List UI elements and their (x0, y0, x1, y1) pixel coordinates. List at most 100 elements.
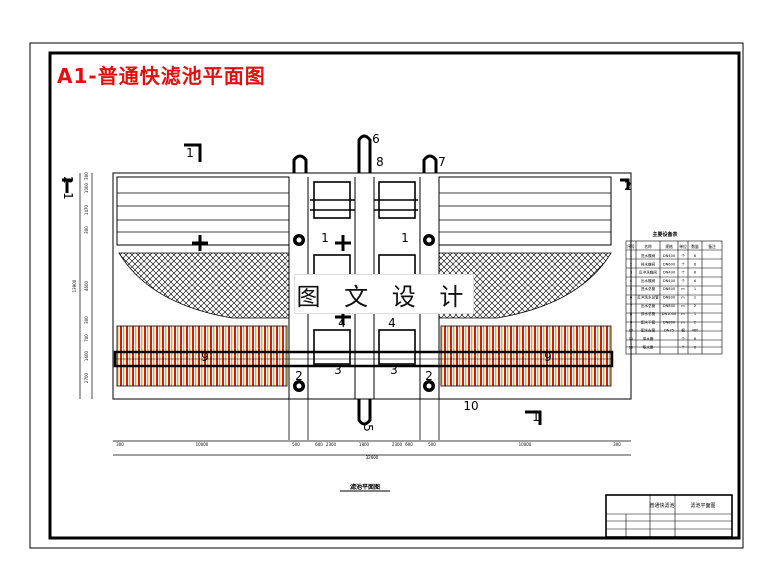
callout-9: 9 (544, 350, 552, 364)
dim-bottom: 300 (613, 442, 621, 447)
table-cell: m (681, 304, 685, 308)
table-cell: 6 (694, 345, 697, 349)
dim-left: 1600 (84, 350, 89, 361)
table-cell: 4 (630, 279, 633, 283)
table-header: 单位 (679, 244, 687, 249)
table-cell: DN75 (664, 329, 674, 333)
table-cell: 10 (629, 329, 634, 333)
table-cell: 6 (630, 296, 633, 300)
table-text-layer: 序号 名称 规格 单位数量 备注 1 进水蝶阀 DN400 个 6 2 排水蝶阀 DN600 个 6 3 反冲洗… (627, 244, 716, 349)
table-cell: 1 (694, 312, 696, 316)
table-cell: 个 (681, 270, 685, 275)
table-cell: 2 (630, 262, 632, 266)
table-header: 备注 (708, 244, 716, 249)
table-cell: 9 (630, 320, 633, 324)
dim-left: 1000 (84, 182, 89, 193)
table-cell: 1 (630, 254, 632, 258)
callout-1: 1 (532, 410, 540, 424)
table-cell: m (681, 320, 685, 324)
section-markers (62, 143, 630, 425)
table-cell: 根 (681, 328, 685, 333)
dim-bottom: 2300 (326, 442, 337, 447)
dim-bottom: 500 (428, 442, 436, 447)
table-header: 名称 (644, 244, 652, 249)
dim-left-total: 13900 (72, 279, 77, 292)
dim-left: 300 (84, 172, 89, 180)
plan-caption: 滤池平面图 (350, 483, 380, 491)
callout-4: 4 (338, 316, 346, 330)
inner-frame (48, 51, 741, 540)
table-cell: 2 (694, 320, 696, 324)
table-cell: 7 (630, 304, 632, 308)
callout-2: 2 (624, 179, 632, 193)
dim-bottom: 600 (315, 442, 323, 447)
table-cell: 6 (694, 279, 697, 283)
dim-left: 300 (84, 226, 89, 234)
table-title: 主要设备表 (652, 231, 678, 238)
callout-7: 7 (438, 155, 446, 169)
table-cell: DN400 (663, 254, 676, 258)
dim-left: 300 (84, 316, 89, 324)
table-header: 数量 (691, 244, 699, 249)
table-cell: 个 (681, 253, 685, 258)
table-header: 序号 (627, 244, 635, 249)
dim-left: 700 (84, 334, 89, 342)
table-cell: 反冲洗水总管 (637, 295, 659, 300)
dim-left: 4600 (84, 280, 89, 291)
table-cell: DN800 (663, 287, 676, 291)
table-cell: 480 (692, 329, 700, 333)
dim-bottom: 600 (405, 442, 413, 447)
callout-1: 1 (186, 146, 194, 160)
table-cell: m (681, 296, 685, 300)
drawing-title: A1-普通快滤池平面图 (57, 64, 266, 88)
table-cell: 3 (630, 271, 632, 275)
watermark: 图 文 设 计 (294, 274, 474, 314)
table-cell: 配水干管 (641, 319, 656, 324)
callout-2: 2 (425, 369, 433, 383)
dim-left: 1470 (84, 204, 89, 215)
title-block-school: 普通快滤池 (649, 502, 674, 509)
table-cell: 出水总管 (641, 303, 656, 308)
callout-1: 1 (321, 231, 329, 245)
table-cell: DN800 (663, 304, 676, 308)
table-cell: 2 (694, 304, 696, 308)
callout-3: 3 (390, 363, 398, 377)
table-cell: 8 (630, 312, 633, 316)
callout-10: 10 (463, 399, 478, 413)
dim-bottom: 10000 (519, 442, 532, 447)
table-cell: 配水支管 (641, 328, 656, 333)
dim-bottom: 10000 (196, 442, 209, 447)
dim-bottom: 1800 (359, 442, 370, 447)
table-cell: m (681, 287, 685, 291)
table-cell: 反冲洗蝶阀 (639, 270, 657, 275)
table-cell: DN1000 (662, 312, 677, 316)
table-cell: DN400 (663, 271, 676, 275)
table-cell: 11 (629, 337, 634, 341)
callout-2: 2 (295, 369, 303, 383)
table-cell: 个 (681, 261, 685, 266)
table-header: 规格 (665, 244, 673, 249)
callout-5: 5 (361, 424, 375, 432)
dim-bottom: 300 (116, 442, 124, 447)
table-cell: DN600 (663, 262, 676, 266)
table-cell: 个 (681, 336, 685, 341)
callout-1: 1 (401, 231, 409, 245)
table-cell: 8 (694, 337, 697, 341)
table-cell: 排水总管 (641, 311, 656, 316)
dim-bottom: 500 (292, 442, 300, 447)
table-cell: 个 (681, 278, 685, 283)
table-cell: 进水蝶阀 (641, 253, 656, 258)
title-block-drawing-name: 滤池平面图 (690, 502, 715, 509)
table-cell: 进水总管 (641, 286, 656, 291)
callout-1: 1 (61, 192, 75, 200)
table-cell: 5 (630, 287, 632, 291)
table-cell: m (681, 312, 685, 316)
table-cell: DN800 (663, 320, 676, 324)
table-cell: 12 (629, 345, 634, 349)
outer-frame (29, 42, 744, 549)
table-cell: 排水蝶阀 (641, 261, 656, 266)
callout-6: 6 (372, 132, 380, 146)
dim-bottom: 2300 (392, 442, 403, 447)
